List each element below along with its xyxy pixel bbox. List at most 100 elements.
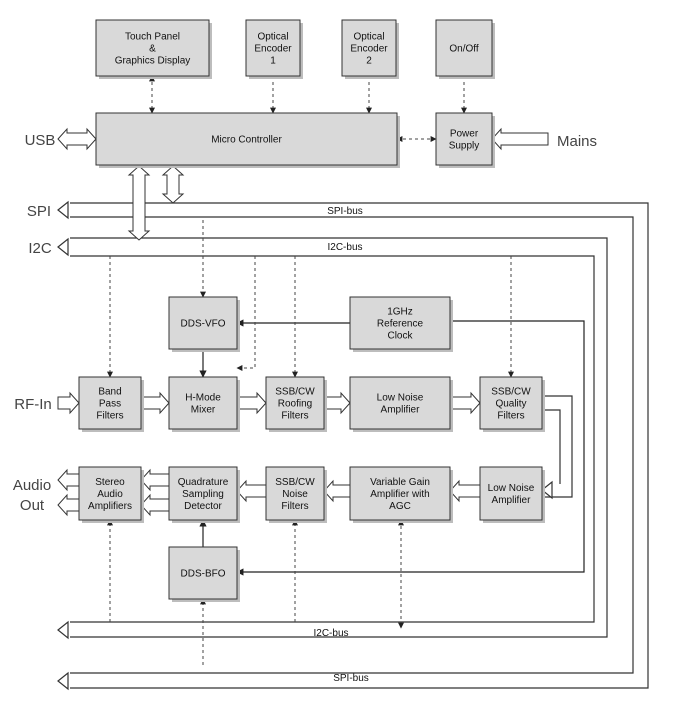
- spi-bus-inner-line: [70, 216, 634, 674]
- mixer-to-roofing-arrow: [236, 391, 267, 415]
- blocks: Touch Panel&Graphics Display OpticalEncod…: [78, 19, 545, 602]
- block-label-line: DDS-VFO: [181, 319, 226, 330]
- hollow-arrows: [57, 127, 549, 517]
- i2c-to-mixer-link: [236, 256, 256, 371]
- block-label-line: Pass: [99, 399, 121, 410]
- block-box: [479, 376, 543, 430]
- block-label-line: SSB/CW: [275, 387, 315, 398]
- block-label-line: Clock: [387, 331, 413, 342]
- block-box: [349, 466, 451, 521]
- block-label-line: Amplifier: [492, 495, 532, 506]
- block-dds-bfo: DDS-BFO: [168, 546, 240, 602]
- spi-arrowhead-bottom: [57, 671, 69, 691]
- block-label-line: Sampling: [182, 489, 224, 500]
- mc-spi-arrow: [161, 165, 185, 204]
- mains-label: Mains: [557, 133, 597, 150]
- spi-bus-label-top: SPI-bus: [327, 206, 363, 217]
- block-label-line: Encoder: [254, 44, 292, 55]
- block-box: [435, 19, 493, 77]
- i2c-bus-inner-line: [70, 255, 595, 623]
- audio-out-label-line2: Out: [20, 497, 45, 514]
- i2c-arrowhead-top: [57, 237, 69, 257]
- quality-to-lna2-line-inner: [542, 409, 561, 484]
- block-label-line: Variable Gain: [370, 477, 430, 488]
- audio-out-label-line1: Audio: [13, 477, 51, 494]
- block-label-line: Filters: [96, 411, 123, 422]
- block-label-line: Amplifiers: [88, 501, 132, 512]
- block-label-line: Amplifier: [381, 405, 421, 416]
- block-label-line: Band: [98, 387, 121, 398]
- block-box: [349, 376, 451, 430]
- spi-label: SPI: [27, 203, 51, 220]
- block-label-line: Roofing: [278, 399, 312, 410]
- block-box: [168, 546, 238, 600]
- block-micro-controller: Micro Controller: [95, 112, 400, 168]
- signal-links: [107, 75, 585, 665]
- rf-in-label: RF-In: [14, 396, 52, 413]
- block-box: [168, 466, 238, 521]
- block-label-line: AGC: [389, 501, 411, 512]
- block-dds-vfo: DDS-VFO: [168, 296, 240, 352]
- mains-arrow: [491, 127, 549, 151]
- audio-out-arrow-2: [57, 493, 80, 517]
- block-touch-panel: Touch Panel&Graphics Display: [95, 19, 212, 79]
- block-label-line: Filters: [281, 501, 308, 512]
- i2c-arrowhead-bottom: [57, 620, 69, 640]
- block-label-line: Detector: [184, 501, 222, 512]
- block-label-line: Quadrature: [178, 477, 229, 488]
- block-label-line: 1GHz: [387, 307, 413, 318]
- block-box: [168, 376, 238, 430]
- block-label-line: Micro Controller: [211, 135, 282, 146]
- vga-to-noise-arrow: [323, 479, 351, 503]
- block-label-line: SSB/CW: [275, 477, 315, 488]
- bpf-to-mixer-arrow: [140, 391, 170, 415]
- block-label-line: Noise: [282, 489, 308, 500]
- block-label-line: H-Mode: [185, 393, 221, 404]
- block-box: [95, 19, 210, 77]
- block-box: [78, 376, 142, 430]
- block-box: [245, 19, 301, 77]
- block-box: [168, 296, 238, 350]
- lna-to-quality-arrow: [449, 391, 481, 415]
- block-label-line: &: [149, 44, 156, 55]
- block-label-line: Supply: [449, 141, 480, 152]
- block-label-line: Stereo: [95, 477, 125, 488]
- block-label-line: Filters: [497, 411, 524, 422]
- block-label-line: 2: [366, 56, 372, 67]
- usb-label: USB: [25, 132, 56, 149]
- block-box: [95, 112, 398, 166]
- block-label-line: 1: [270, 56, 276, 67]
- block-box: [341, 19, 397, 77]
- block-label-line: Graphics Display: [115, 56, 191, 67]
- block-box: [78, 466, 142, 521]
- qsd-to-audio-arrow-1: [140, 468, 170, 492]
- roofing-to-lna-arrow: [323, 391, 351, 415]
- usb-arrow: [57, 127, 97, 151]
- noise-to-qsd-arrow: [236, 479, 267, 503]
- block-label-line: Encoder: [350, 44, 388, 55]
- block-label-line: Amplifier with: [370, 489, 429, 500]
- clock-to-bfo-link: [236, 320, 585, 576]
- i2c-bus-label-bottom: I2C-bus: [313, 628, 348, 639]
- rf-in-arrow: [57, 391, 80, 415]
- block-box: [479, 466, 543, 521]
- block-label-line: Power: [450, 129, 479, 140]
- spi-arrowhead-top: [57, 200, 69, 220]
- block-on-off: On/Off: [435, 19, 495, 79]
- spi-bus-label-bottom: SPI-bus: [333, 673, 369, 684]
- block-box: [265, 466, 325, 521]
- bus-lines: [57, 200, 649, 691]
